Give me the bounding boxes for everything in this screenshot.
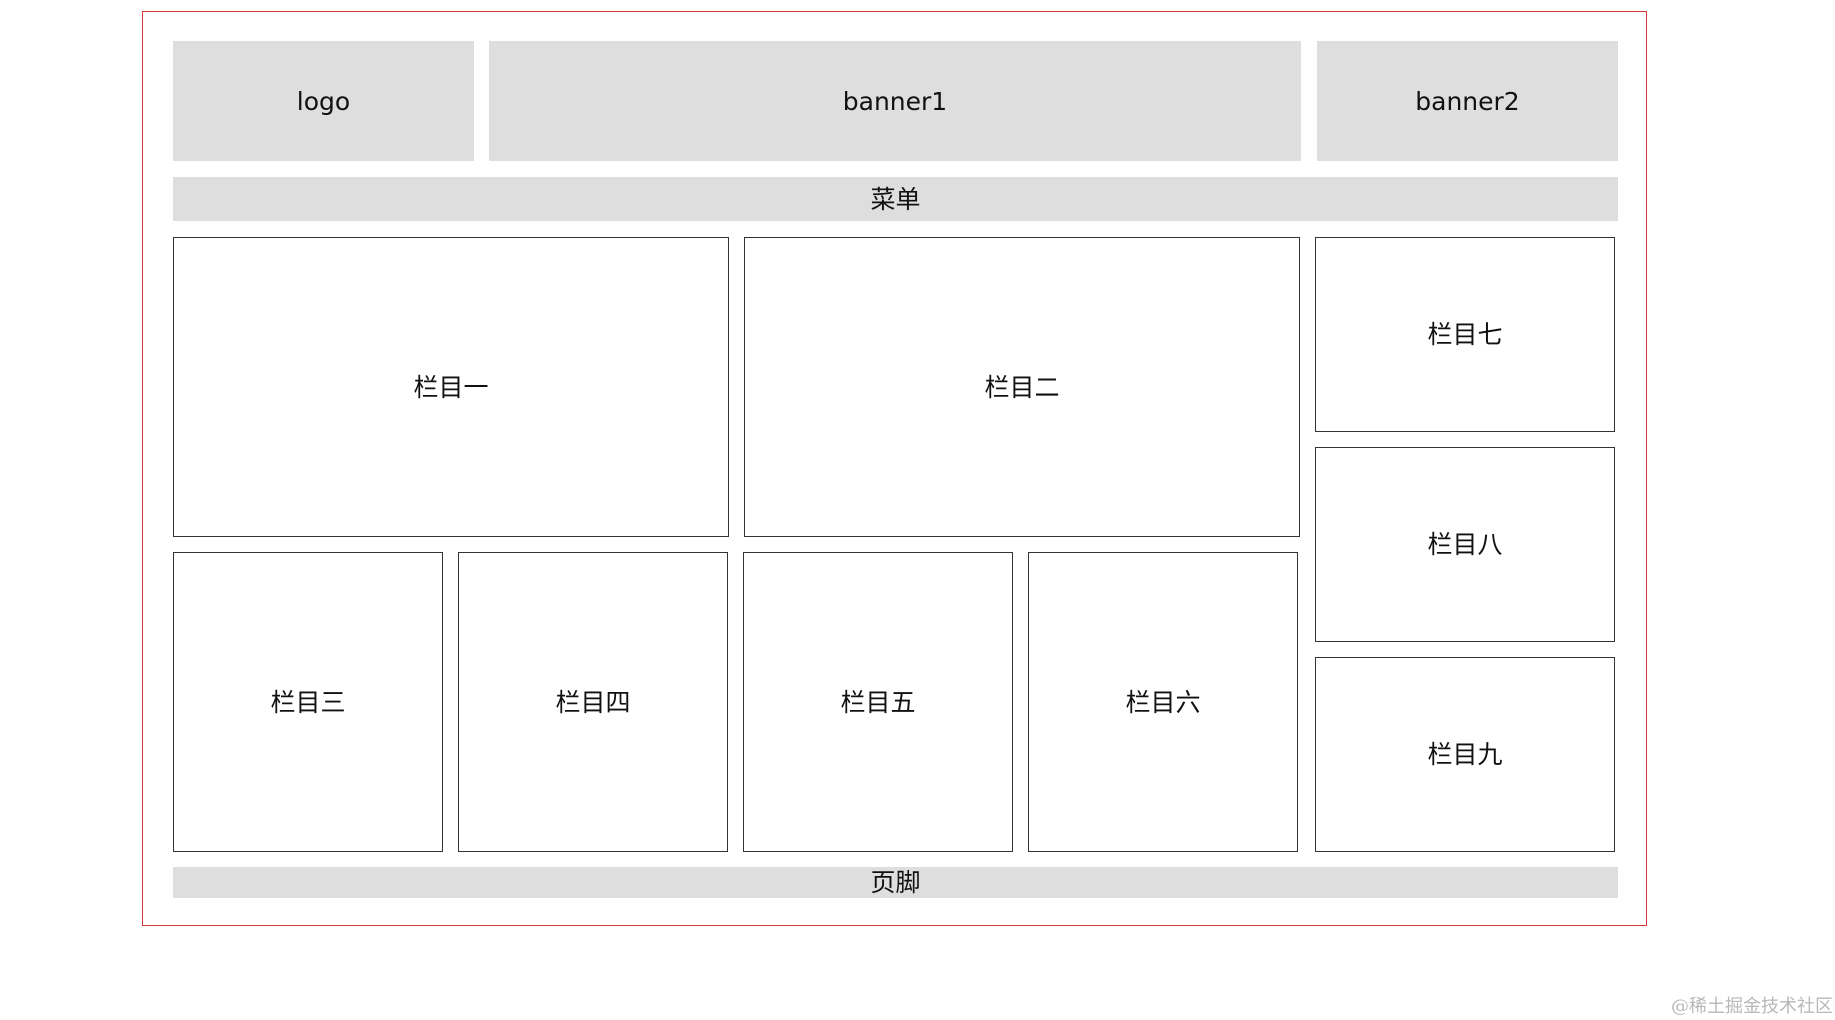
- menu-bar: 菜单: [173, 177, 1618, 221]
- column-panel-7: 栏目七: [1315, 237, 1615, 432]
- column-panel-5: 栏目五: [743, 552, 1013, 852]
- column-panel-1: 栏目一: [173, 237, 729, 537]
- layout-frame: [142, 11, 1647, 926]
- column-label-8: 栏目八: [1427, 530, 1503, 559]
- column-label-5: 栏目五: [840, 687, 916, 717]
- column-panel-6: 栏目六: [1028, 552, 1298, 852]
- column-label-3: 栏目三: [270, 687, 346, 717]
- logo-label: logo: [296, 86, 351, 116]
- watermark-text: @稀土掘金技术社区: [1671, 996, 1833, 1017]
- banner1-label: banner1: [842, 86, 948, 116]
- column-panel-3: 栏目三: [173, 552, 443, 852]
- column-panel-9: 栏目九: [1315, 657, 1615, 852]
- banner2-label: banner2: [1415, 86, 1520, 116]
- column-panel-8: 栏目八: [1315, 447, 1615, 642]
- column-label-6: 栏目六: [1125, 687, 1201, 717]
- column-panel-4: 栏目四: [458, 552, 728, 852]
- column-label-9: 栏目九: [1427, 740, 1503, 769]
- footer-label: 页脚: [870, 868, 921, 897]
- banner2-area: banner2: [1317, 41, 1618, 161]
- logo-area: logo: [173, 41, 474, 161]
- column-label-7: 栏目七: [1427, 320, 1503, 349]
- column-label-1: 栏目一: [413, 372, 489, 402]
- column-label-4: 栏目四: [555, 687, 631, 717]
- footer-bar: 页脚: [173, 867, 1618, 898]
- column-panel-2: 栏目二: [744, 237, 1300, 537]
- column-label-2: 栏目二: [984, 372, 1060, 402]
- menu-label: 菜单: [870, 184, 921, 214]
- banner1-area: banner1: [489, 41, 1301, 161]
